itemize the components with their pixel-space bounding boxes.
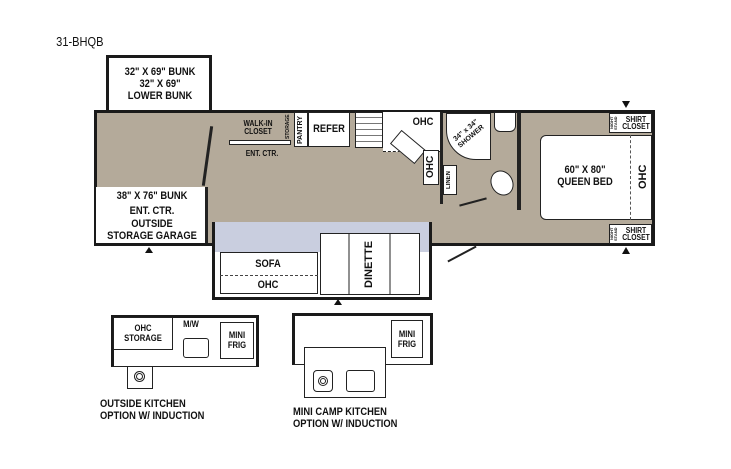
kitchen-ohc-label: OHC [412,116,434,128]
stove-icon [355,112,383,148]
ohc-storage-label: OHC STORAGE [124,323,162,343]
refer-label: REFER [313,123,345,135]
camp-kitchen-caption: MINI CAMP KITCHEN OPTION W/ INDUCTION [293,406,398,430]
bath-sink-icon [494,112,516,132]
dinette [320,233,420,295]
sofa-ohc-line [220,275,318,276]
bath-wall-right [517,112,521,210]
refrigerator [308,112,350,147]
outside-sink-icon [183,338,209,358]
storage-label: STORAGE [285,114,291,140]
ent-ctr-cabinet [229,140,291,145]
mw-label: M/W [183,319,199,329]
pantry [294,112,308,147]
ent-ctr-label: ENT. CTR. [245,149,279,158]
pantry-label: PANTRY [297,116,304,144]
bed-ohc-label: OHC [637,164,649,190]
shirt-closet-bottom [609,224,652,244]
camp-sink-icon [346,370,375,392]
camp-mini-frig [391,320,423,358]
bath-wall-left [440,112,443,204]
entry-door [447,245,477,263]
rear-bunk [96,187,208,243]
linen-closet [443,165,457,195]
sofa-label: SOFA [255,258,281,270]
outside-kitchen-caption: OUTSIDE KITCHEN OPTION W/ INDUCTION [100,398,205,422]
rear-bunk-label: 38" X 76" BUNK [116,190,188,202]
kitchen-side-cabinet [423,150,439,185]
door-marker-icon [622,247,630,254]
door-marker-icon [622,101,630,108]
camp-mini-frig-label: MINI FRIG [397,329,417,349]
ohc-storage [113,317,173,350]
outside-mini-frig-label: MINI FRIG [227,330,247,350]
burner-icon [134,371,145,382]
walk-in-closet-label: WALK-IN CLOSET [243,119,273,136]
upper-bunk-label: 32" X 69" BUNK 32" X 69" LOWER BUNK [124,66,196,102]
kitchen-side-ohc-label: OHC [425,155,436,179]
door-marker-icon [334,299,342,305]
shirt-closet-top [609,113,652,133]
sofa [220,252,318,294]
queen-bed [540,135,652,220]
night-stand-label-bottom: NIGHT STAND [609,227,618,241]
sofa-ohc-label: OHC [257,279,279,291]
queen-bed-label: 60" X 80" QUEEN BED [557,164,613,188]
door-marker-icon [145,247,153,253]
dinette-label: DINETTE [363,240,375,288]
bed-ohc-line [630,135,631,220]
shirt-closet-label-bottom: SHIRT CLOSET [622,226,650,242]
outside-mini-frig [220,322,254,359]
night-stand-label-top: NIGHT STAND [609,116,618,130]
rear-ent-ctr-label: ENT. CTR. [129,205,175,217]
garage-label: OUTSIDE STORAGE GARAGE [107,218,197,242]
model-name: 31-BHQB [56,34,104,49]
shirt-closet-label-top: SHIRT CLOSET [622,115,650,131]
linen-label: LINEN [446,171,452,189]
burner-icon [318,376,328,386]
